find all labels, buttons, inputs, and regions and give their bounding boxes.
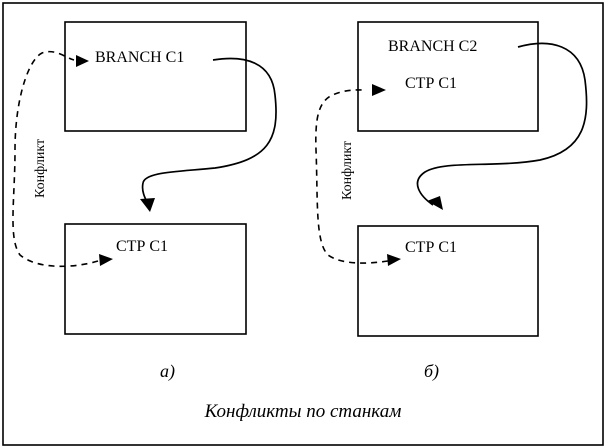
right-branch-arrowhead: [427, 196, 443, 210]
diagram-title: Конфликты по станкам: [204, 401, 402, 422]
right-top-box-label-2: СТР С1: [405, 75, 457, 92]
right-conflict-label: Конфликт: [340, 141, 355, 200]
left-conflict-arrowhead-bottom: [99, 254, 113, 266]
left-conflict-label: Конфликт: [33, 139, 48, 198]
left-bottom-box: [64, 223, 247, 335]
left-conflict-arrowhead-top: [76, 55, 89, 67]
right-conflict-arrow: [315, 89, 389, 264]
left-branch-arrowhead: [140, 198, 155, 212]
left-caption: а): [160, 361, 175, 382]
right-top-box-label-1: BRANCH C2: [388, 38, 477, 55]
left-panel: BRANCH C1 СТР С1 Конфликт а): [12, 21, 277, 382]
right-panel: BRANCH C2 СТР С1 СТР С1 Конфликт б): [315, 21, 588, 382]
left-conflict-arrow: [12, 50, 99, 268]
left-top-box: [64, 21, 247, 132]
right-conflict-arrowhead-top: [372, 84, 386, 96]
left-branch-arrow: [141, 57, 277, 207]
left-top-box-label: BRANCH C1: [95, 49, 184, 66]
right-bottom-box-label: СТР С1: [405, 239, 457, 256]
right-caption: б): [424, 361, 439, 382]
left-bottom-box-label: СТР С1: [116, 238, 168, 255]
right-bottom-box: [357, 225, 539, 337]
right-top-box: [357, 21, 539, 132]
right-conflict-arrowhead-bottom: [387, 254, 401, 266]
right-branch-arrow: [416, 42, 588, 206]
